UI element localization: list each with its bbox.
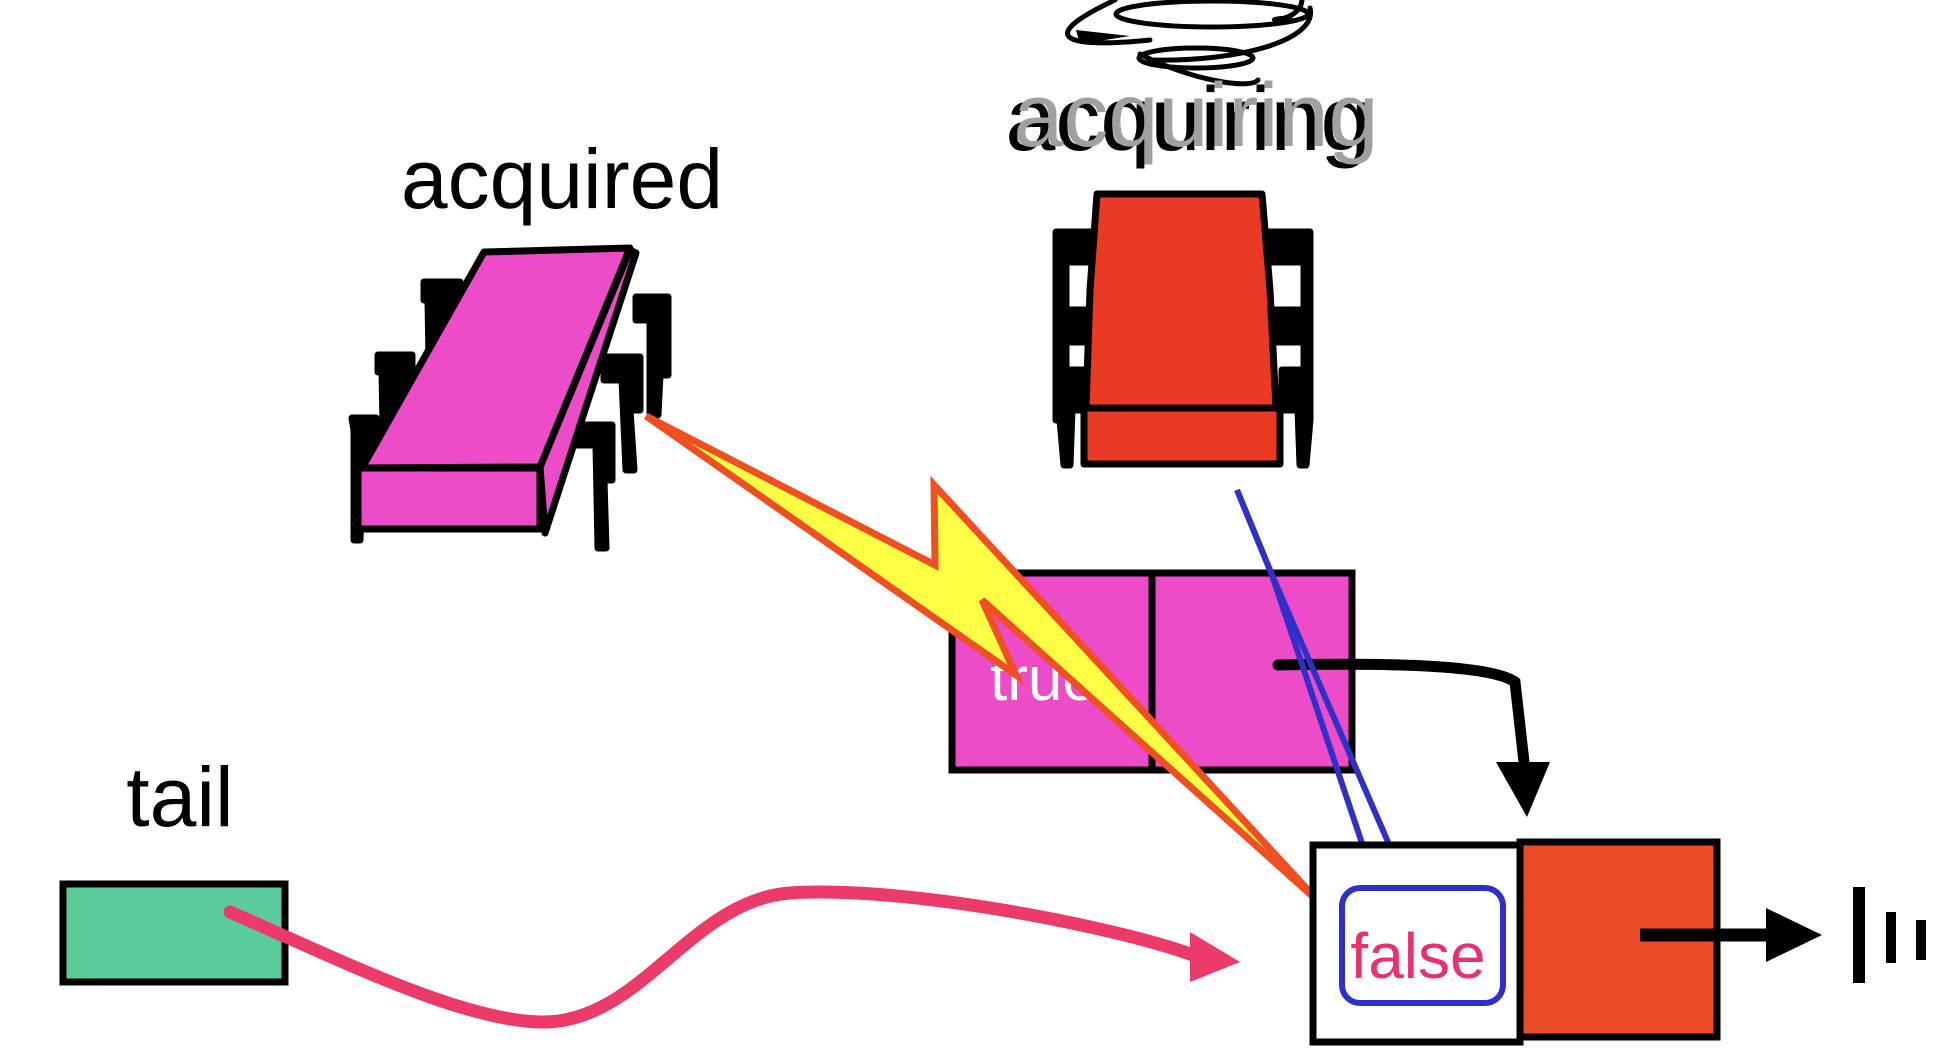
acquiring-label: acquiring	[1013, 66, 1378, 166]
acquiring-locked-value: false	[1350, 920, 1485, 992]
acquired-next-cell	[1148, 569, 1356, 774]
tail-label: tail	[126, 750, 233, 844]
acquiring-locked-cell	[1309, 841, 1524, 1046]
ground-terminator-icon	[1853, 887, 1926, 983]
acquiring-label-shadow: acquiring	[1005, 70, 1370, 170]
spin-arrow-icon	[1076, 30, 1130, 44]
acquiring-next-arrow	[1640, 908, 1822, 962]
acquiring-qnode	[1309, 838, 1721, 1046]
acquired-next-arrow	[1272, 658, 1550, 817]
tail-pointer-box	[59, 880, 289, 986]
acquired-thread-bug-icon	[348, 244, 672, 552]
acquiring-thread-bug-icon	[1052, 190, 1314, 469]
false-value-box	[1339, 885, 1506, 1006]
spin-swirl-icon	[1065, 0, 1313, 87]
acquired-locked-cell	[948, 569, 1156, 774]
tail-arrow	[223, 885, 1240, 1029]
acquiring-next-cell	[1516, 838, 1721, 1041]
acquired-qnode	[948, 569, 1356, 774]
acquired-label: acquired	[401, 132, 723, 226]
